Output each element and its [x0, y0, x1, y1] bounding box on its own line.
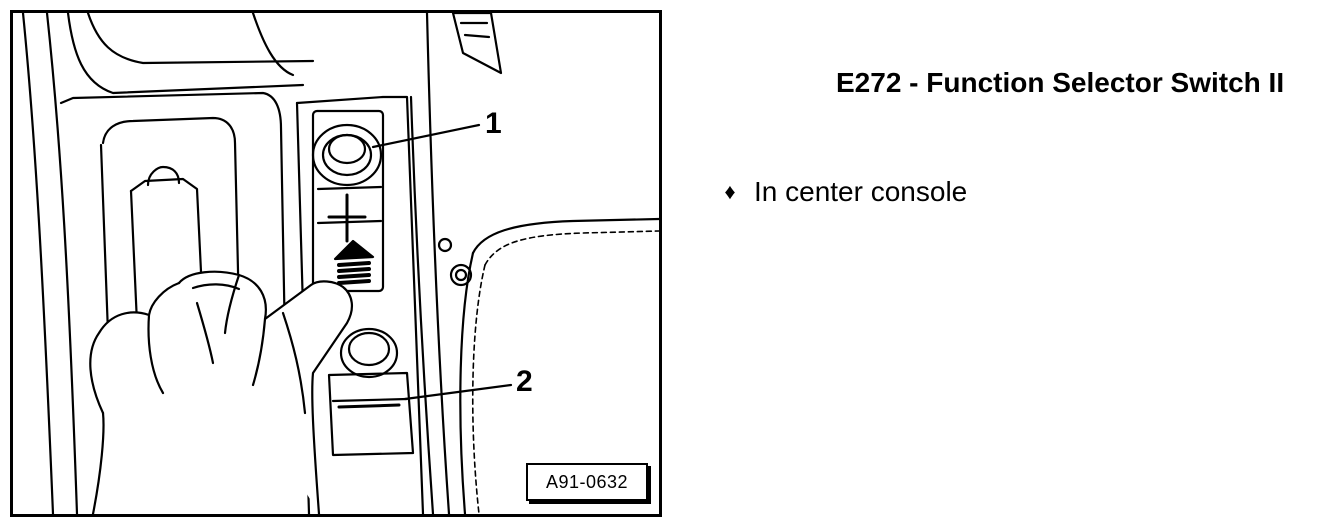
- callout-1: 1: [485, 107, 502, 140]
- center-console-drawing: [21, 13, 659, 514]
- component-title: E272 - Function Selector Switch II: [836, 67, 1285, 98]
- figure-id-label: A91-0632: [526, 463, 648, 501]
- list-item: ♦ In center console: [718, 172, 967, 212]
- technical-illustration: 1 2 A91-0632: [10, 10, 662, 517]
- callout-2: 2: [516, 365, 533, 398]
- bullet-text: In center console: [754, 176, 968, 207]
- bullet-list: ♦ In center console: [718, 172, 967, 212]
- diamond-bullet-icon: ♦: [724, 179, 736, 204]
